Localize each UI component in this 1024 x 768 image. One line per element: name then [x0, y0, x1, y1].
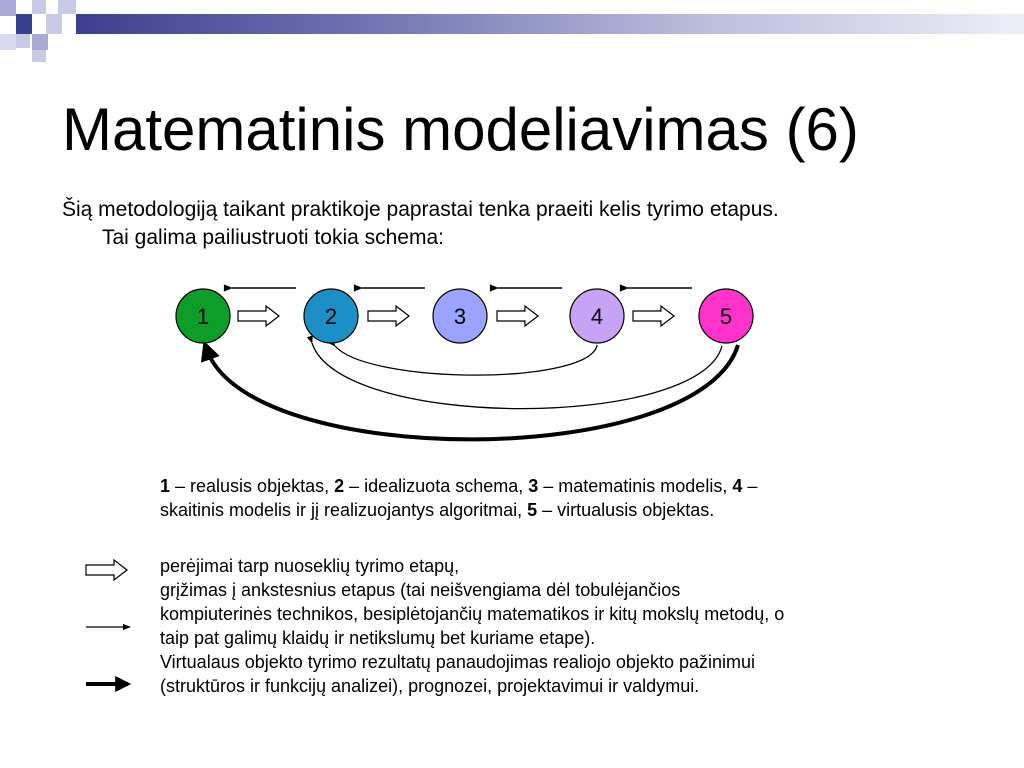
intro-text: Šią metodologiją taikant praktikoje papr…	[62, 196, 962, 252]
intro-line-1: Šią metodologiją taikant praktikoje papr…	[62, 198, 779, 221]
legend-node-2-num: 2	[334, 476, 345, 496]
decor-square	[32, 34, 48, 50]
node-2-label: 2	[325, 304, 337, 329]
legend-virtual-text-1: Virtualaus objekto tyrimo rezultatų pana…	[160, 652, 755, 672]
legend-nodes-line-1: 1 – realusis objektas, 2 – idealizuota s…	[160, 474, 980, 498]
legend-nodes: 1 – realusis objektas, 2 – idealizuota s…	[160, 474, 980, 522]
legend-return-text-1: grįžimas į ankstesnius etapus (tai neišv…	[160, 580, 681, 600]
node-5: 5	[698, 288, 754, 344]
legend-node-3-text: – matematinis modelis,	[538, 476, 733, 496]
decor-square	[0, 34, 16, 50]
node-4-label: 4	[591, 304, 603, 329]
legend-arrows: perėjimai tarp nuoseklių tyrimo etapų, g…	[160, 554, 980, 698]
node-3-label: 3	[454, 304, 466, 329]
transition-arrow	[632, 304, 675, 328]
decor-square	[16, 14, 32, 34]
legend-node-2-text: – idealizuota schema,	[344, 476, 529, 496]
legend-virtual-text-2: (struktūros ir funkcijų analizei), progn…	[160, 676, 700, 696]
return-curve-5-to-1	[201, 340, 740, 442]
header-decoration	[0, 0, 1024, 70]
legend-return-text-3: taip pat galimų klaidų ir netikslumų bet…	[160, 628, 596, 648]
legend-node-5-text: – virtualusis objektas.	[537, 500, 715, 520]
intro-line-2: Tai galima pailiustruoti tokia schema:	[102, 226, 444, 249]
legend-node-4-desc: skaitinis modelis ir jį realizuojantys a…	[160, 500, 528, 520]
decor-square	[46, 14, 62, 34]
decor-square	[32, 50, 46, 62]
node-5-label: 5	[720, 304, 732, 329]
legend-node-5-num: 5	[527, 500, 538, 520]
return-curve-5-to-2	[306, 335, 723, 410]
page-title: Matematinis modeliavimas (6)	[62, 96, 859, 163]
decor-square	[0, 0, 16, 16]
node-1-label: 1	[197, 304, 209, 329]
legend-transition-arrow-icon	[85, 558, 128, 582]
legend-node-4-num: 4	[732, 476, 743, 496]
header-gradient-strip	[76, 14, 1024, 34]
legend-node-3-num: 3	[528, 476, 539, 496]
transition-arrow	[237, 304, 280, 328]
process-diagram: 1 2 3 4 5	[175, 284, 754, 442]
transition-arrow	[367, 304, 410, 328]
legend-transition-text: perėjimai tarp nuoseklių tyrimo etapų,	[160, 556, 460, 576]
legend-node-4-text: –	[742, 476, 758, 496]
legend-nodes-line-2: skaitinis modelis ir jį realizuojantys a…	[160, 498, 980, 522]
node-3: 3	[432, 288, 488, 344]
decor-square	[16, 34, 30, 48]
legend-return-text-2: kompiuterinės technikos, besiplėtojančių…	[160, 604, 785, 624]
decor-square	[32, 0, 46, 14]
node-4: 4	[569, 288, 625, 344]
legend-node-1-text: – realusis objektas,	[170, 476, 335, 496]
node-2: 2	[303, 288, 359, 344]
return-curve-4-to-2	[327, 338, 598, 376]
decor-square	[58, 0, 76, 14]
legend-node-1-num: 1	[160, 476, 171, 496]
transition-arrow	[496, 304, 539, 328]
node-1: 1	[175, 288, 231, 344]
